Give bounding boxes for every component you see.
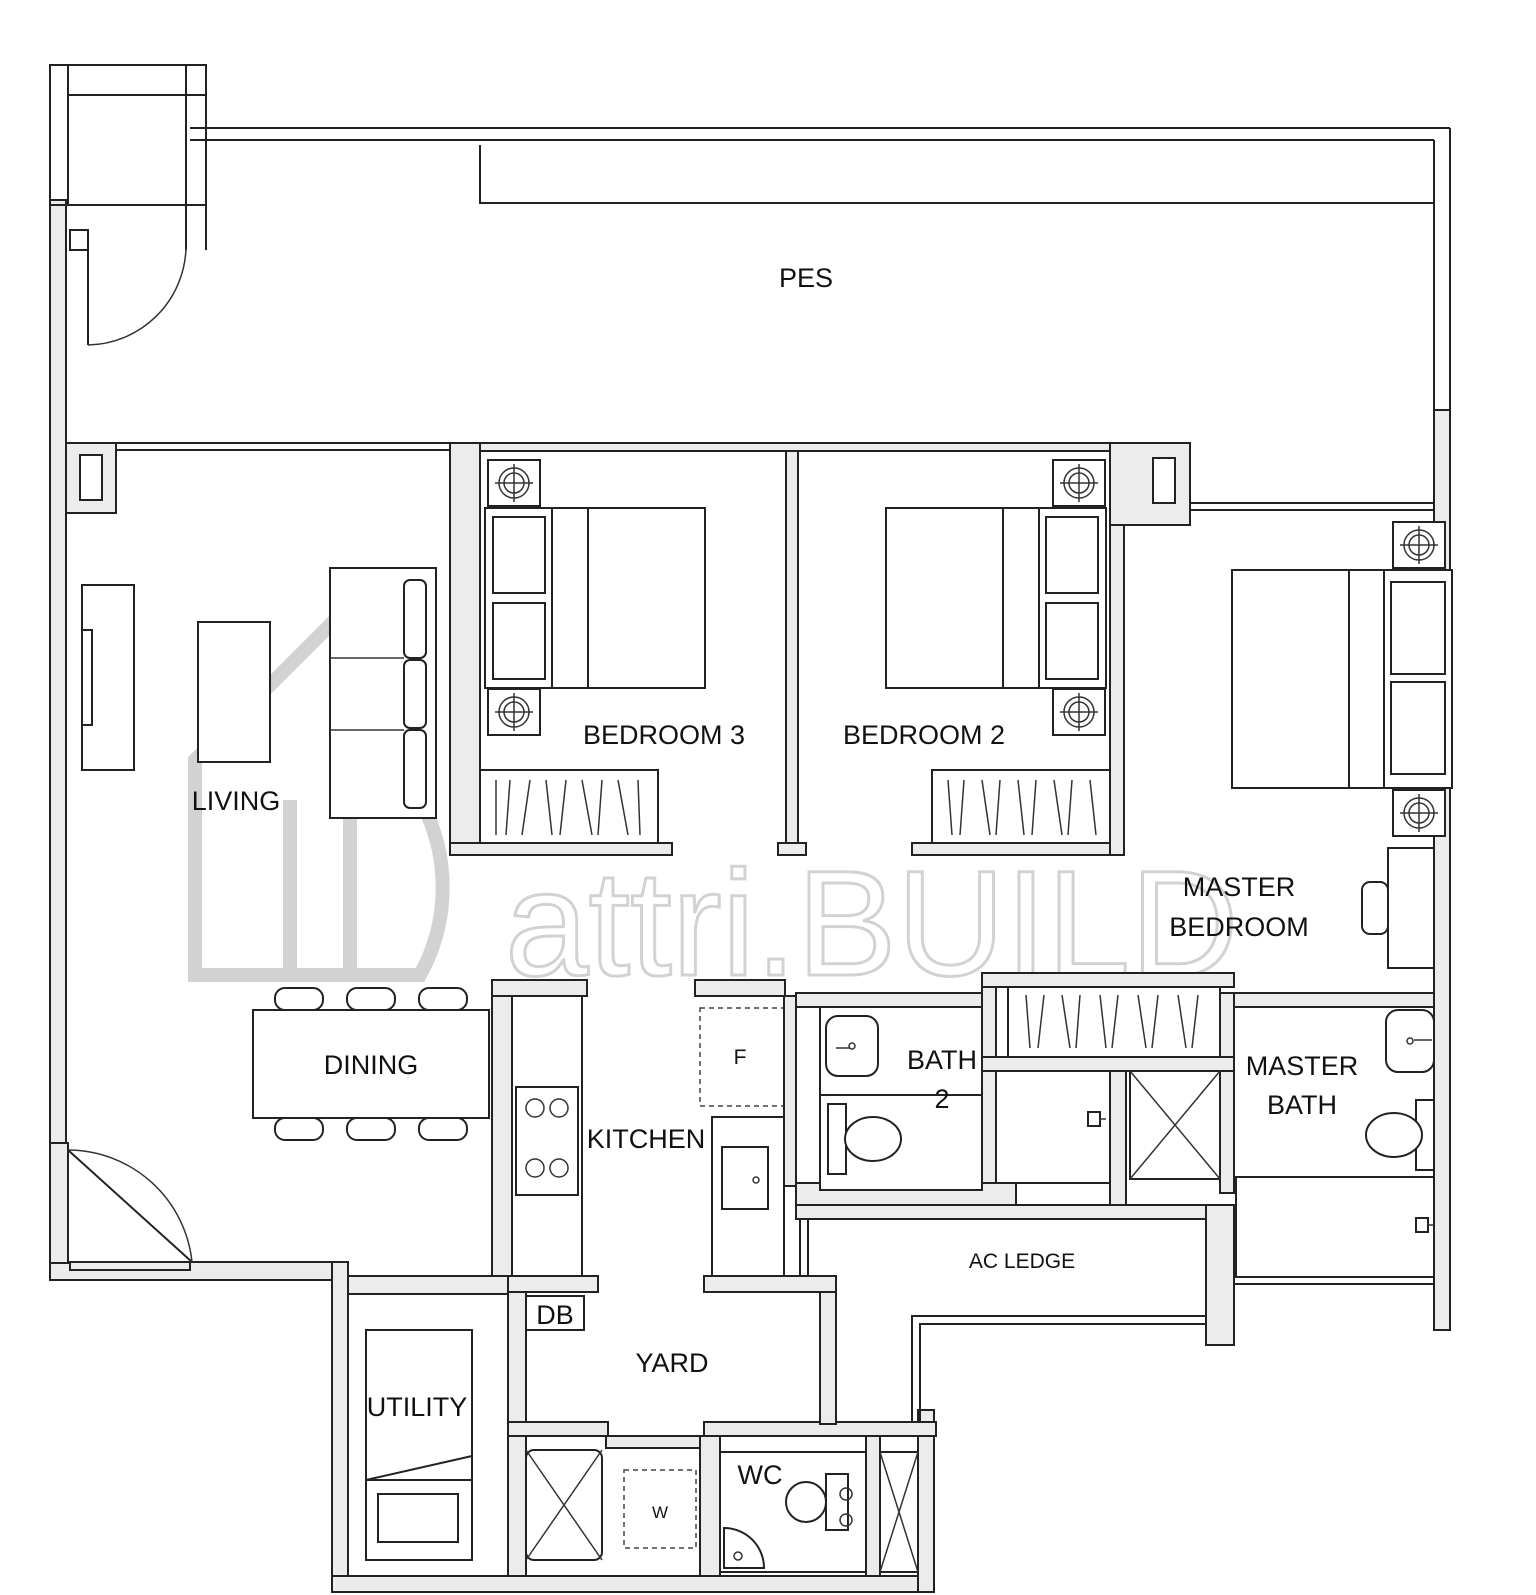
bedside-lamp-icon <box>1052 688 1106 736</box>
ac-ledge-label: AC LEDGE <box>969 1250 1075 1273</box>
dining-label: DINING <box>324 1050 419 1080</box>
sink <box>721 1146 769 1210</box>
washer-label: W <box>652 1503 668 1522</box>
bed <box>885 507 1107 689</box>
toilet-icon <box>827 1103 902 1175</box>
wardrobe <box>931 769 1111 844</box>
master-bath-label-line1: MASTER <box>1246 1051 1359 1081</box>
bedroom-2-label: BEDROOM 2 <box>843 720 1005 750</box>
bedroom-3-label: BEDROOM 3 <box>583 720 745 750</box>
pes-door <box>69 229 187 346</box>
wc: WC <box>719 1435 919 1577</box>
yard: DB YARD <box>507 1291 937 1437</box>
living-area: LIVING <box>81 567 437 819</box>
bedside-lamp-icon <box>1392 521 1446 569</box>
wardrobe <box>479 769 659 844</box>
main-door <box>49 1142 193 1271</box>
wardrobe <box>1007 986 1221 1058</box>
basin-icon <box>1385 1009 1435 1073</box>
bedside-lamp-icon <box>487 688 541 736</box>
bedside-lamp-icon <box>487 459 541 507</box>
coffee-table <box>197 621 271 763</box>
ac-ledge: AC LEDGE <box>795 1204 1235 1426</box>
bath-2-label-line1: BATH <box>907 1045 977 1075</box>
bedside-lamp-icon <box>1392 789 1446 837</box>
master-bath-label-line2: BATH <box>1267 1090 1337 1120</box>
bed <box>1231 569 1453 789</box>
db-box <box>525 1295 585 1331</box>
outer-walls <box>49 64 1451 1593</box>
stove <box>515 1086 579 1196</box>
kitchen: F KITCHEN <box>491 979 837 1293</box>
utility-label: UTILITY <box>367 1392 468 1422</box>
washer <box>623 1469 697 1549</box>
bath-2-label-line2: 2 <box>934 1084 949 1114</box>
bath-2: BATH 2 <box>795 972 1017 1206</box>
sofa <box>329 567 437 819</box>
yard-fixtures: W <box>525 1435 721 1577</box>
master-bedroom: MASTER BEDROOM <box>1169 521 1453 969</box>
dining-table <box>252 1009 490 1119</box>
bedroom-walls <box>65 442 1191 856</box>
study-desk <box>1361 847 1435 969</box>
kitchen-label: KITCHEN <box>587 1124 706 1154</box>
master-bedroom-label-line2: BEDROOM <box>1169 912 1309 942</box>
bedside-lamp-icon <box>1052 459 1106 507</box>
fridge <box>699 1007 785 1107</box>
window-living-pes <box>115 442 1434 511</box>
living-label: LIVING <box>192 786 281 816</box>
master-bedroom-label-line1: MASTER <box>1183 872 1296 902</box>
wc-label: WC <box>738 1460 783 1490</box>
toilet-icon <box>785 1473 853 1531</box>
bed <box>484 507 706 689</box>
fridge-label: F <box>734 1046 747 1069</box>
utility: UTILITY <box>347 1275 527 1577</box>
dining-area: DINING <box>252 987 490 1141</box>
yard-label: YARD <box>635 1348 708 1378</box>
basin-icon <box>723 1526 766 1569</box>
master-bath: MASTER BATH <box>981 972 1435 1285</box>
db-label: DB <box>536 1300 574 1330</box>
basin-icon <box>825 1015 879 1077</box>
bedroom-2: BEDROOM 2 <box>843 459 1111 844</box>
toilet-icon <box>1365 1099 1435 1171</box>
pes-label: PES <box>779 263 833 293</box>
bedroom-3: BEDROOM 3 <box>479 459 745 844</box>
